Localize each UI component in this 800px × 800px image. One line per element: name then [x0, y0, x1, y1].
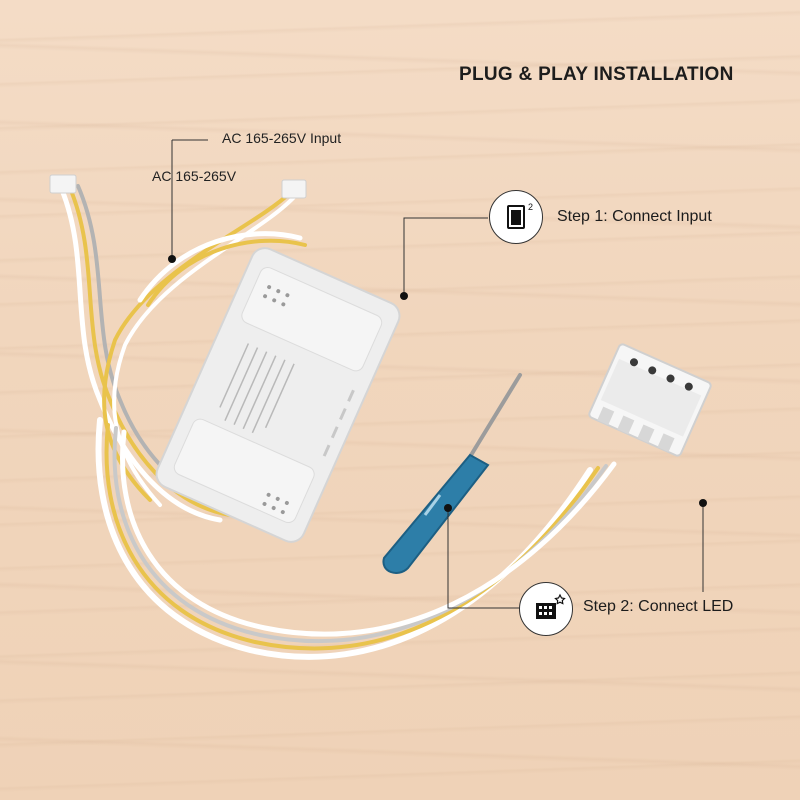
led-driver-box — [155, 247, 401, 543]
input-plug-left — [49, 174, 77, 194]
input-plug-right — [281, 179, 307, 199]
step2-label: Step 2: Connect LED — [583, 598, 734, 615]
step2-icon-circle — [519, 582, 573, 636]
screwdriver — [382, 373, 522, 574]
ac-voltage-label: AC 165-265V — [152, 168, 237, 184]
svg-text:2: 2 — [528, 202, 533, 212]
page-title: PLUG & PLAY INSTALLATION — [459, 64, 734, 85]
output-wire-bundle — [95, 417, 617, 660]
step1-icon-circle: 2 — [489, 190, 543, 244]
led-output-connector — [588, 343, 712, 457]
callout-lines — [171, 139, 704, 609]
ac-input-label: AC 165-265V Input — [222, 130, 342, 146]
input-connector-icon: 2 — [507, 202, 533, 229]
callout-dots — [168, 255, 707, 512]
input-wire-bundle — [59, 184, 307, 523]
step1-label: Step 1: Connect Input — [557, 208, 712, 225]
led-connector-icon — [536, 593, 566, 619]
